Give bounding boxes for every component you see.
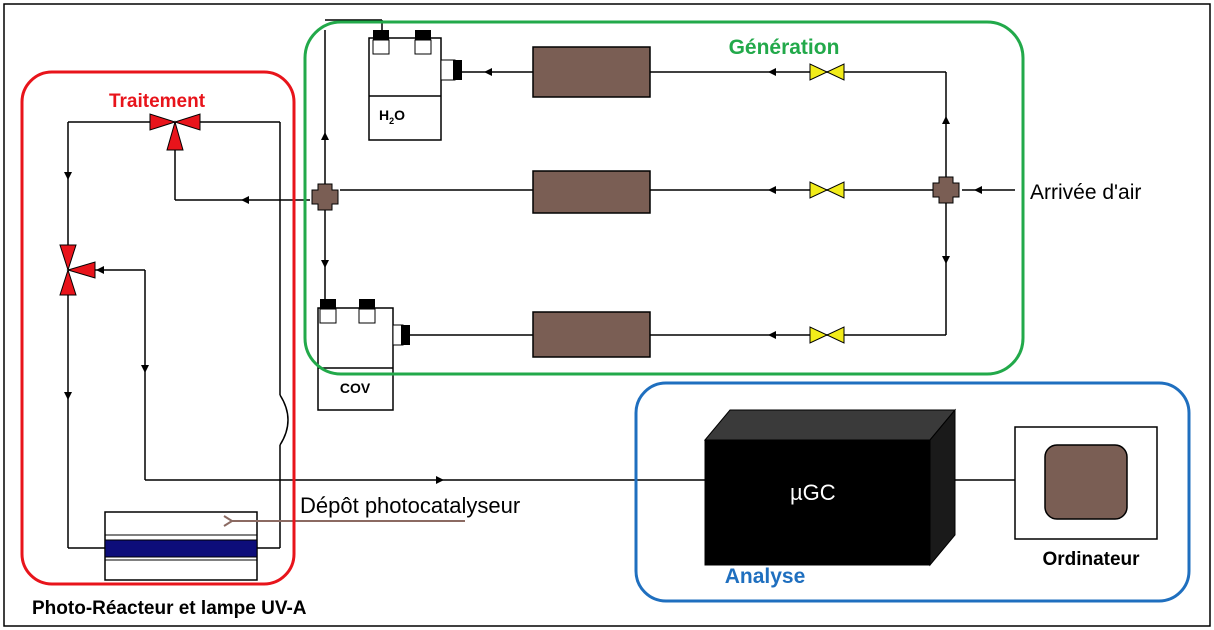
- air-inlet-label: Arrivée d'air: [1030, 181, 1141, 204]
- generation-label: Génération: [729, 36, 840, 59]
- mfc-middle: [532, 170, 651, 214]
- photoreactor: [104, 511, 258, 581]
- h2o-label: H: [379, 107, 389, 123]
- reactor-label: Photo-Réacteur et lampe UV-A: [32, 598, 307, 619]
- h2o-label-end: O: [394, 107, 405, 123]
- ugc-instrument: µGC: [703, 408, 957, 567]
- h2o-bubbler: H2O: [368, 30, 462, 141]
- yellow-valves: [809, 63, 845, 344]
- generation-frame: [303, 20, 1025, 376]
- valve-middle: [809, 181, 845, 199]
- splitter-right: [932, 176, 960, 204]
- splitter-left: [311, 183, 339, 211]
- traitement-label: Traitement: [109, 91, 206, 112]
- uv-lamp: [104, 539, 258, 558]
- valve-bottom: [809, 326, 845, 344]
- computer: [1014, 426, 1158, 540]
- valve-red-top: [149, 113, 201, 151]
- mfc-bottom: [532, 311, 651, 358]
- computer-label: Ordinateur: [1042, 549, 1140, 570]
- flow-arrows: [64, 68, 982, 484]
- svg-text:H2O: H2O: [379, 107, 405, 126]
- mass-flow-controllers: [532, 46, 651, 358]
- splitters: [311, 176, 960, 211]
- cov-bubbler: COV: [317, 299, 410, 411]
- valve-top: [809, 63, 845, 81]
- mfc-top: [532, 46, 651, 98]
- ugc-label: µGC: [790, 480, 836, 505]
- cov-label: COV: [340, 380, 371, 396]
- photocatalyst-label: Dépôt photocatalyseur: [300, 493, 520, 518]
- h2o-subscript: 2: [389, 116, 394, 126]
- traitement-frame: [20, 70, 296, 586]
- outer-frame: [3, 3, 1211, 627]
- analyse-label: Analyse: [725, 565, 806, 588]
- red-valves: [59, 113, 201, 296]
- analyse-frame: [634, 381, 1191, 603]
- valve-red-left: [59, 244, 96, 296]
